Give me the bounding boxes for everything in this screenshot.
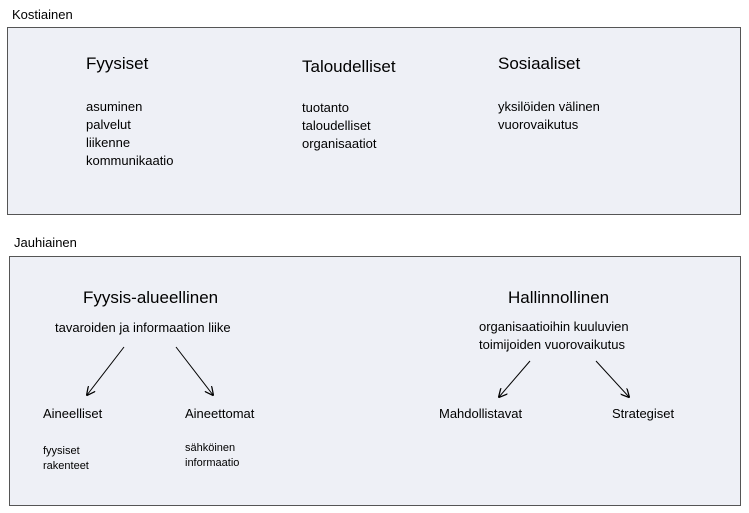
branch-label-strategiset: Strategiset xyxy=(612,406,675,421)
list-item: vuorovaikutus xyxy=(498,117,579,132)
subheading-hallinnollinen: organisaatioihin kuuluvien toimijoiden v… xyxy=(479,318,629,354)
list-item: sähköinen xyxy=(185,442,236,454)
list-item: tuotanto xyxy=(302,100,349,115)
heading-hallinnollinen: Hallinnollinen xyxy=(508,288,610,307)
arrow-to-aineettomat xyxy=(175,346,213,395)
branch-label-aineettomat: Aineettomat xyxy=(185,406,255,421)
subheading-line: organisaatioihin kuuluvien xyxy=(479,319,629,334)
list-item: kommunikaatio xyxy=(86,153,174,168)
heading-fyysis-alueellinen: Fyysis-alueellinen xyxy=(83,288,219,307)
jauhiainen-box xyxy=(9,256,741,506)
list-item: asuminen xyxy=(86,99,143,114)
subheading-line: toimijoiden vuorovaikutus xyxy=(479,337,625,352)
branch-list-aineelliset: fyysiset rakenteet xyxy=(43,444,89,474)
column-list-fyysiset: asuminen palvelut liikenne kommunikaatio xyxy=(86,98,173,170)
arrow-to-mahdollistavat xyxy=(499,360,531,397)
column-heading-sosiaaliset: Sosiaaliset xyxy=(498,54,581,73)
branch-label-mahdollistavat: Mahdollistavat xyxy=(439,406,523,421)
section-title-kostiainen: Kostiainen xyxy=(12,7,73,22)
column-heading-taloudelliset: Taloudelliset xyxy=(302,57,396,76)
arrow-to-strategiset xyxy=(595,360,629,397)
list-item: fyysiset xyxy=(43,445,80,457)
list-item: rakenteet xyxy=(43,460,89,472)
arrow-to-aineelliset xyxy=(87,346,125,395)
subheading-fyysis-alueellinen: tavaroiden ja informaation liike xyxy=(55,320,231,335)
branch-label-aineelliset: Aineelliset xyxy=(43,406,103,421)
list-item: palvelut xyxy=(86,117,131,132)
column-heading-fyysiset: Fyysiset xyxy=(86,54,149,73)
branch-list-aineettomat: sähköinen informaatio xyxy=(185,441,239,471)
list-item: yksilöiden välinen xyxy=(498,99,600,114)
list-item: taloudelliset xyxy=(302,118,371,133)
column-list-sosiaaliset: yksilöiden välinen vuorovaikutus xyxy=(498,98,600,134)
kostiainen-box xyxy=(7,27,741,215)
list-item: informaatio xyxy=(185,457,240,469)
list-item: liikenne xyxy=(86,135,131,150)
list-item: organisaatiot xyxy=(302,136,377,151)
section-title-jauhiainen: Jauhiainen xyxy=(14,235,77,250)
column-list-taloudelliset: tuotanto taloudelliset organisaatiot xyxy=(302,99,376,153)
